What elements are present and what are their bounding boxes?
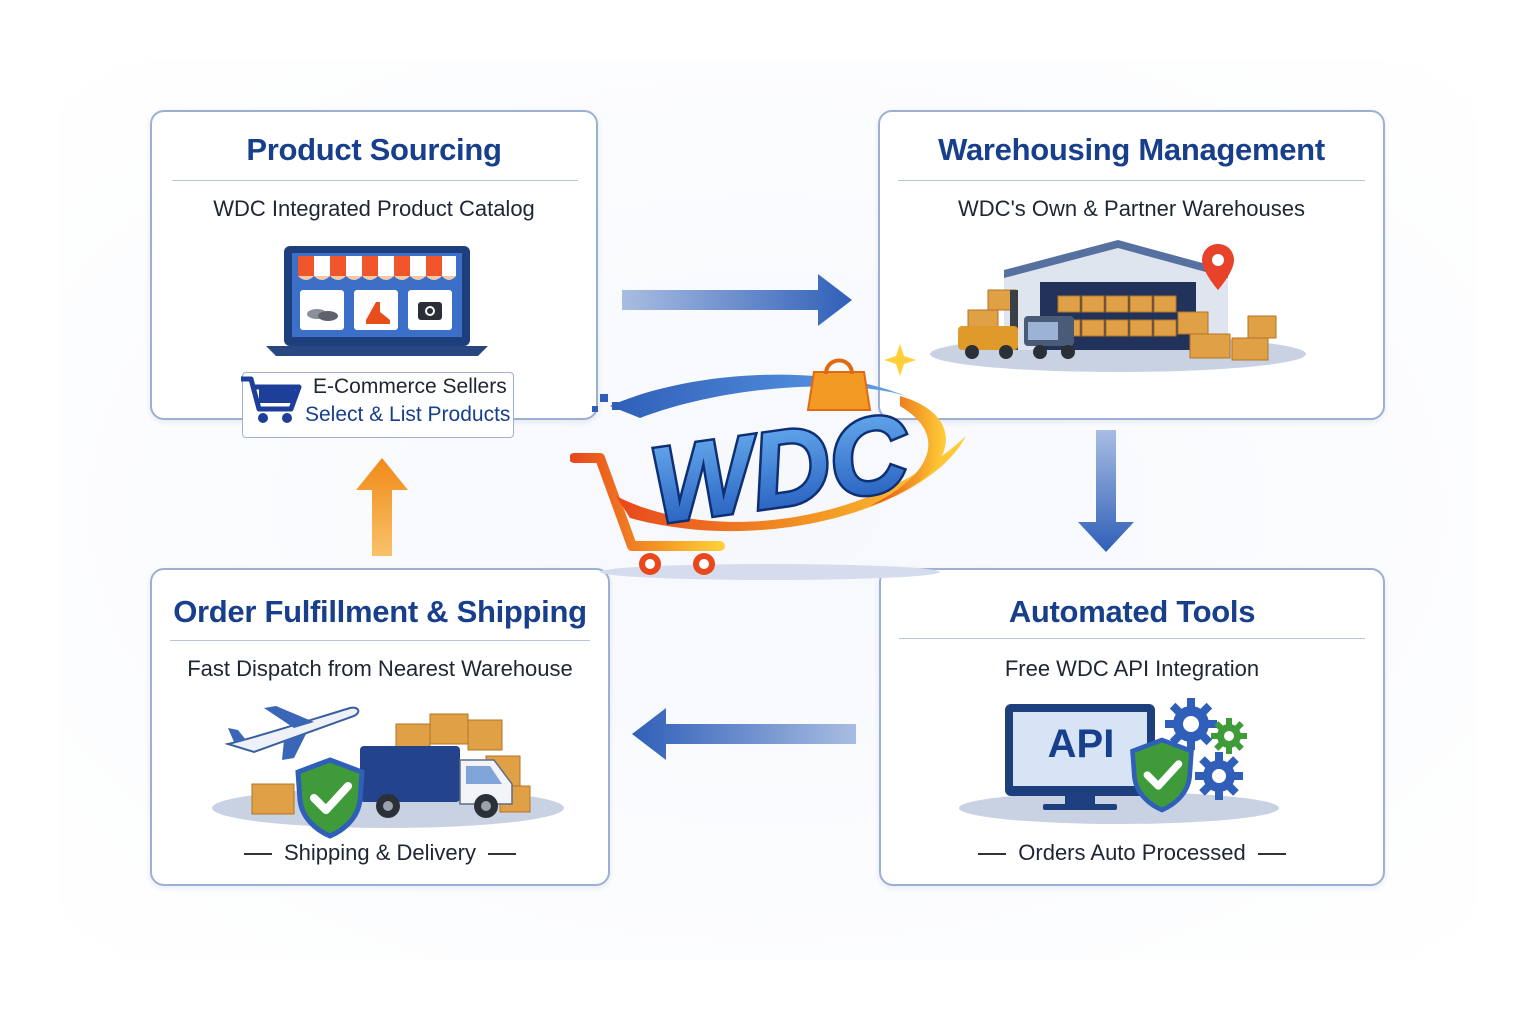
gears-icon (1165, 698, 1247, 800)
card-subtitle: WDC's Own & Partner Warehouses (958, 196, 1305, 221)
api-monitor-icon (959, 704, 1279, 824)
card-subtitle: Free WDC API Integration (1004, 656, 1260, 681)
airplane-icon (224, 706, 360, 760)
storefront-laptop-icon (266, 246, 488, 356)
card-automated-tools: Automated Tools Free WDC API Integration… (879, 568, 1385, 886)
arrow-right (622, 274, 852, 326)
logo-text: WDC (643, 390, 917, 546)
arrow-up (356, 458, 408, 556)
card-footer: Shipping & Delivery (152, 840, 608, 866)
arrow-left (632, 708, 856, 760)
footer-label: Shipping & Delivery (284, 840, 476, 865)
divider (172, 180, 578, 181)
card-order-fulfillment: Order Fulfillment & Shipping Fast Dispat… (150, 568, 610, 886)
card-product-sourcing: Product Sourcing WDC Integrated Product … (150, 110, 598, 420)
card-title: Order Fulfillment & Shipping (173, 594, 587, 629)
divider (899, 638, 1365, 639)
dash-left (244, 853, 272, 855)
divider (170, 640, 590, 641)
shield-check-icon (295, 757, 365, 839)
shopping-cart-icon (241, 376, 302, 423)
dash-left (978, 853, 1007, 855)
card-title: Warehousing Management (938, 132, 1325, 167)
dash-right (487, 853, 516, 855)
warehouse-icon (930, 240, 1306, 372)
api-screen-label: API (1047, 722, 1115, 766)
callout-line-1: E-Commerce Sellers (313, 375, 507, 398)
card-warehousing: Warehousing Management WDC's Own & Partn… (878, 110, 1385, 420)
delivery-truck-icon (212, 713, 564, 828)
arrow-down (1078, 430, 1134, 552)
callout-line-2: Select & List Products (305, 403, 511, 426)
divider (898, 180, 1365, 181)
card-subtitle: Fast Dispatch from Nearest Warehouse (187, 656, 573, 681)
shield-check-icon (1130, 737, 1194, 813)
seller-callout: E-Commerce Sellers Select & List Product… (241, 372, 514, 438)
footer-label: Orders Auto Processed (1018, 840, 1246, 865)
wdc-logo: WDC (570, 344, 966, 580)
card-title: Automated Tools (1008, 594, 1256, 629)
location-pin-icon (1202, 244, 1234, 290)
dash-right (1257, 853, 1286, 855)
card-footer: Orders Auto Processed (881, 840, 1383, 866)
card-subtitle: WDC Integrated Product Catalog (213, 196, 535, 221)
card-title: Product Sourcing (246, 132, 502, 167)
